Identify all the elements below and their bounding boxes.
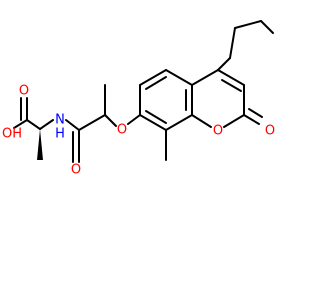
bond-c2-o1 bbox=[223, 114, 245, 128]
bond-butyl-c1-c4ring bbox=[217, 57, 231, 71]
bond-c7-c8-inner bbox=[145, 110, 167, 124]
bonds bbox=[13, 20, 274, 163]
bond-c4-c3-inner bbox=[221, 79, 242, 92]
bond-cooh-oh bbox=[13, 119, 28, 129]
bond-calpha-cooh bbox=[26, 119, 41, 130]
bond-o1-c8a bbox=[191, 114, 212, 128]
canvas-background bbox=[0, 0, 300, 300]
atom-label-ether-oxygen: O bbox=[117, 123, 127, 138]
bond-c5-c6 bbox=[139, 69, 167, 86]
bond-calpha-methyl-wedge bbox=[37, 129, 43, 160]
bond-c8-c8a bbox=[165, 114, 193, 131]
atom-label-hydroxyl: OH bbox=[2, 127, 22, 142]
bond-c7-o-ether bbox=[127, 114, 141, 125]
bond-c4a-c5 bbox=[165, 69, 193, 86]
bond-c7-c8 bbox=[139, 114, 167, 131]
atom-label-ring-oxygen: O bbox=[213, 124, 223, 139]
atom-label-acid-carbonyl-oxygen: O bbox=[19, 84, 29, 99]
bond-n-calpha bbox=[39, 119, 54, 130]
bond-c5-c6-inner bbox=[145, 76, 167, 90]
molecule-canvas: OH O N H O O O O bbox=[0, 0, 300, 300]
bond-c-amide-n bbox=[65, 119, 80, 131]
bond-c2-o-lactone-b bbox=[248, 108, 263, 118]
bond-c4-c3 bbox=[217, 69, 245, 86]
bond-butyl-c2-c1 bbox=[229, 27, 236, 59]
atom-label-amide-carbonyl-oxygen: O bbox=[71, 163, 81, 178]
bond-ca-c-amide bbox=[78, 114, 106, 131]
atom-label-amide-nitrogen: N bbox=[55, 113, 65, 128]
bond-butyl-c3-c2 bbox=[234, 20, 262, 29]
bond-c4a-c4 bbox=[191, 69, 219, 86]
molecule-structure: OH O N H O O O O bbox=[0, 0, 300, 300]
bond-c2-o-lactone-a bbox=[243, 114, 260, 125]
atom-label-amide-hydrogen: H bbox=[55, 127, 65, 142]
bond-o-ether-ca bbox=[104, 114, 117, 127]
atom-labels: OH O N H O O O O bbox=[2, 84, 275, 178]
bond-butyl-c4-c3 bbox=[260, 20, 274, 34]
atom-label-lactone-oxygen: O bbox=[265, 124, 275, 139]
